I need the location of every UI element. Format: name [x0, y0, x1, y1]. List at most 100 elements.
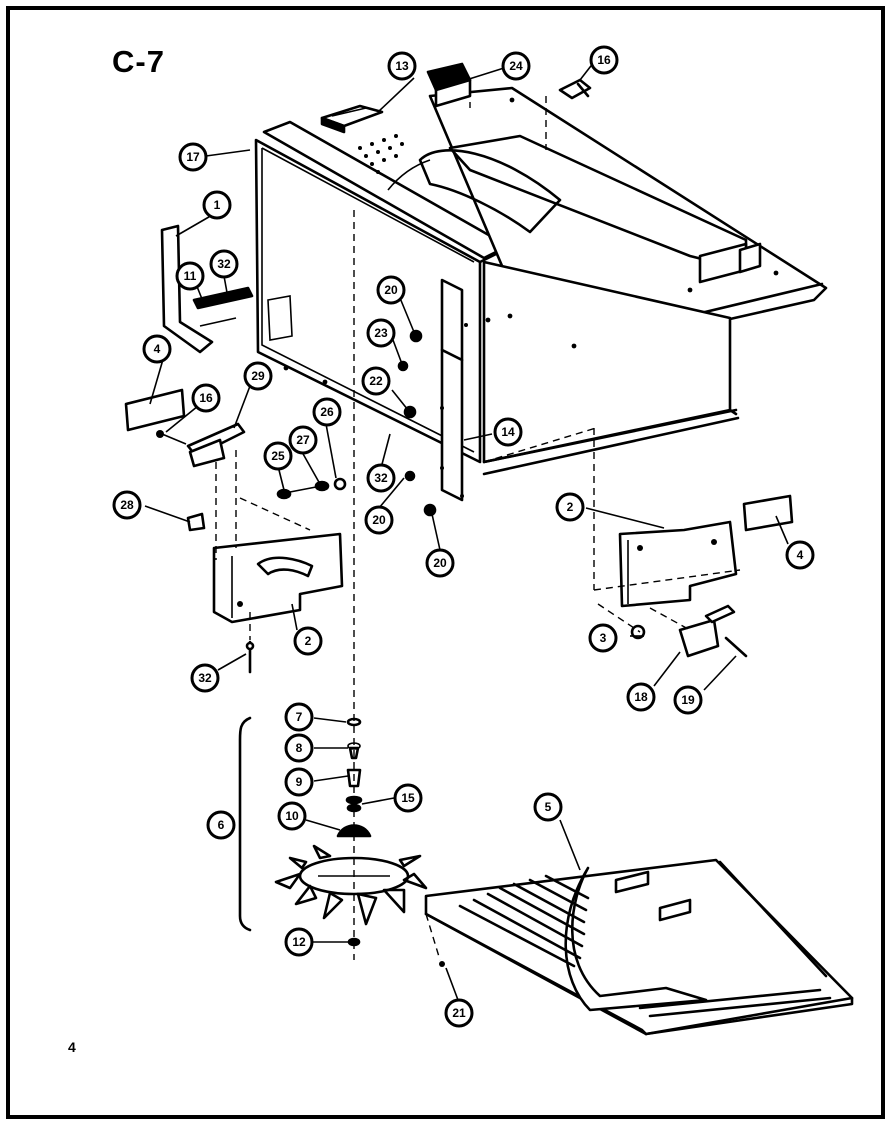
svg-text:5: 5	[545, 800, 552, 814]
svg-text:20: 20	[384, 283, 398, 297]
svg-text:27: 27	[296, 433, 310, 447]
svg-text:28: 28	[120, 498, 134, 512]
callout-29: 29	[243, 361, 273, 391]
callout-3: 3	[588, 623, 618, 653]
svg-text:26: 26	[320, 405, 334, 419]
svg-text:18: 18	[634, 690, 648, 704]
cabinet-housing	[254, 86, 828, 476]
callout-2: 2	[293, 626, 323, 656]
part-4-right-plate	[742, 494, 794, 532]
callout-24: 24	[501, 51, 531, 81]
callout-2: 2	[555, 492, 585, 522]
callout-5: 5	[533, 792, 563, 822]
part-28-clip	[186, 512, 206, 532]
part-14-bracket	[440, 278, 468, 502]
callout-17: 17	[178, 142, 208, 172]
page-number: 4	[68, 1039, 76, 1055]
callout-11: 11	[175, 261, 205, 291]
callout-1: 1	[202, 190, 232, 220]
svg-text:32: 32	[374, 471, 388, 485]
callout-7: 7	[284, 702, 314, 732]
callout-6: 6	[206, 810, 236, 840]
part-16-clip	[558, 78, 592, 100]
svg-text:16: 16	[199, 391, 213, 405]
svg-text:9: 9	[296, 775, 303, 789]
screws-bracket	[397, 329, 437, 517]
svg-text:15: 15	[401, 791, 415, 805]
callout-13: 13	[387, 51, 417, 81]
part-13-control-box	[320, 104, 384, 134]
callout-10: 10	[277, 801, 307, 831]
part-5-base-pan	[424, 858, 854, 1036]
part-1-strip	[160, 224, 214, 354]
callout-16: 16	[589, 45, 619, 75]
svg-text:23: 23	[374, 326, 388, 340]
callout-28: 28	[112, 490, 142, 520]
callouts: 13 24 16 17 1 32 11 20 23 4 29 16 22 26 …	[112, 45, 815, 1028]
callout-26: 26	[312, 397, 342, 427]
vent-holes	[358, 134, 404, 174]
callout-4: 4	[785, 540, 815, 570]
svg-text:10: 10	[285, 809, 299, 823]
svg-text:14: 14	[501, 425, 515, 439]
left-switch-assembly	[156, 422, 246, 468]
callout-22: 22	[361, 366, 391, 396]
callout-25: 25	[263, 441, 293, 471]
callout-9: 9	[284, 767, 314, 797]
svg-text:21: 21	[452, 1006, 466, 1020]
callout-15: 15	[393, 783, 423, 813]
svg-text:20: 20	[433, 556, 447, 570]
callout-32: 32	[366, 463, 396, 493]
part-4-left-plate	[124, 388, 186, 432]
svg-text:7: 7	[296, 710, 303, 724]
callout-4: 4	[142, 334, 172, 364]
svg-text:12: 12	[292, 935, 306, 949]
part-32-pin	[245, 640, 255, 674]
callout-20: 20	[425, 548, 455, 578]
svg-text:3: 3	[600, 631, 607, 645]
callout-21: 21	[444, 998, 474, 1028]
svg-text:1: 1	[214, 198, 221, 212]
callout-19: 19	[673, 685, 703, 715]
svg-text:6: 6	[218, 818, 225, 832]
drawing-border	[6, 6, 885, 1119]
svg-text:4: 4	[797, 548, 804, 562]
svg-text:19: 19	[681, 693, 695, 707]
svg-text:8: 8	[296, 741, 303, 755]
callout-27: 27	[288, 425, 318, 455]
callout-16: 16	[191, 383, 221, 413]
svg-text:11: 11	[184, 269, 197, 283]
callout-20: 20	[364, 505, 394, 535]
callout-14: 14	[493, 417, 523, 447]
svg-text:32: 32	[217, 257, 231, 271]
callout-23: 23	[366, 318, 396, 348]
svg-text:13: 13	[395, 59, 409, 73]
svg-text:2: 2	[305, 634, 312, 648]
svg-text:32: 32	[198, 671, 212, 685]
svg-text:2: 2	[567, 500, 574, 514]
svg-text:29: 29	[251, 369, 265, 383]
svg-text:16: 16	[597, 53, 611, 67]
svg-text:24: 24	[509, 59, 523, 73]
part-11-strip	[192, 286, 254, 327]
right-switch-assembly	[678, 604, 748, 658]
svg-text:4: 4	[154, 342, 161, 356]
svg-text:17: 17	[186, 150, 200, 164]
callout-32: 32	[190, 663, 220, 693]
callout-20: 20	[376, 275, 406, 305]
diagram-title: C-7	[112, 44, 165, 79]
part-3-washer	[630, 624, 646, 640]
callout-18: 18	[626, 682, 656, 712]
svg-text:25: 25	[271, 449, 285, 463]
callout-32: 32	[209, 249, 239, 279]
callout-12: 12	[284, 927, 314, 957]
pan-slats	[458, 874, 832, 1018]
svg-text:20: 20	[372, 513, 386, 527]
part-2-right-bracket	[618, 520, 738, 608]
svg-text:22: 22	[369, 374, 383, 388]
spring-parts	[276, 477, 347, 500]
callout-8: 8	[284, 733, 314, 763]
leader-lines	[144, 61, 789, 1001]
part-2-left-bracket	[212, 532, 344, 624]
